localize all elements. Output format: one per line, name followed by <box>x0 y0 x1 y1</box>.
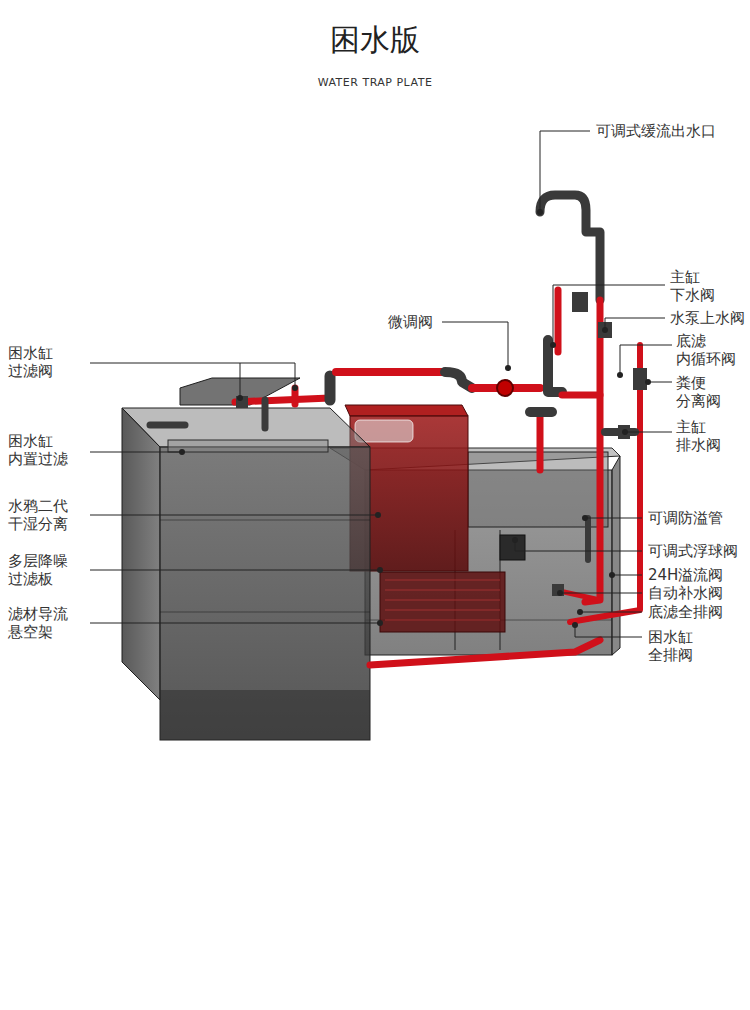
leader-dot <box>617 372 623 378</box>
red-pipe <box>562 392 600 399</box>
valve <box>633 368 647 390</box>
leader-dot <box>179 449 185 455</box>
leader-dot <box>375 512 381 518</box>
tank-level <box>160 612 370 613</box>
valve <box>572 292 588 312</box>
callout-label: 水泵上水阀 <box>670 309 745 327</box>
red-pipe <box>570 345 640 622</box>
leader-line <box>90 515 378 516</box>
leader-line <box>605 318 665 330</box>
leader-lines <box>90 131 672 637</box>
leader-dot <box>582 515 588 521</box>
red-pipe <box>585 300 600 602</box>
callout-label: 粪便 分离阀 <box>676 374 732 410</box>
grey-pipe <box>262 400 269 428</box>
callout-label: 微调阀 <box>388 313 433 331</box>
leader-dot <box>602 327 608 333</box>
red-pipe <box>370 640 600 665</box>
leader-dot <box>292 385 298 391</box>
filter-plate-holes <box>385 580 500 620</box>
red-pipe <box>555 290 562 352</box>
tank-front <box>160 447 370 740</box>
leader-dot <box>622 429 628 435</box>
callout-label: 水鸦二代 干湿分离 <box>8 497 90 533</box>
leader-line <box>90 623 380 624</box>
leader-line <box>620 345 672 375</box>
callout-label: 可调式浮球阀 <box>648 542 738 560</box>
leader-line <box>648 382 672 383</box>
valve <box>236 396 248 408</box>
leader-line <box>240 363 241 398</box>
leader-line <box>553 285 665 345</box>
filter-plate <box>380 572 505 632</box>
leader-dot <box>512 537 518 543</box>
leader-dots <box>179 209 651 628</box>
float-valve <box>500 535 525 560</box>
sump-side <box>612 456 620 655</box>
leader-line <box>612 575 642 576</box>
leader-dot <box>645 379 651 385</box>
callout-label: 主缸 排水阀 <box>676 418 732 454</box>
leader-dot <box>550 342 556 348</box>
callout-label: 24H溢流阀 <box>648 566 723 584</box>
inner-filter <box>168 440 328 452</box>
leader-line <box>580 612 642 613</box>
leader-line <box>90 363 295 388</box>
tank-base <box>160 690 370 740</box>
red-pipe <box>537 412 544 470</box>
leader-line <box>515 540 642 551</box>
plumbing <box>150 195 640 665</box>
fine-valve <box>497 380 513 396</box>
callout-label: 滤材导流 悬空架 <box>8 605 90 641</box>
grey-pipe <box>445 372 472 388</box>
leader-dot <box>377 620 383 626</box>
leader-line <box>560 593 642 594</box>
red-pipe <box>336 368 445 376</box>
callout-label: 可调式缓流出水口 <box>596 122 716 140</box>
leader-line <box>625 432 672 433</box>
subtitle: WATER TRAP PLATE <box>275 74 475 92</box>
callout-label: 底滤全排阀 <box>648 603 723 621</box>
callout-label: 自动补水阀 <box>648 584 723 602</box>
tank-level <box>160 520 370 521</box>
leader-dot <box>572 622 578 628</box>
callout-label: 主缸 下水阀 <box>670 268 726 304</box>
callout-label: 困水缸 全排阀 <box>648 628 720 664</box>
leader-dot <box>609 572 615 578</box>
leader-line <box>575 625 642 637</box>
grey-pipe <box>325 376 336 400</box>
leader-dot <box>537 209 543 215</box>
leader-line <box>442 322 508 368</box>
grey-pipe <box>540 195 600 300</box>
separator-top <box>345 405 468 416</box>
leader-dot <box>577 609 583 615</box>
leader-line <box>90 452 182 453</box>
leader-dot <box>557 590 563 596</box>
red-pipe <box>555 590 600 600</box>
title: 困水版 <box>0 22 750 58</box>
overflow-pipe <box>585 518 591 560</box>
red-pipe <box>235 398 330 402</box>
grey-pipe <box>150 422 185 429</box>
valve <box>552 584 564 596</box>
leader-dot <box>237 395 243 401</box>
leader-line <box>90 570 380 571</box>
leader-line <box>540 131 590 212</box>
callout-label: 可调防溢管 <box>648 509 723 527</box>
callout-label: 困水缸 内置过滤 <box>8 432 90 468</box>
leader-dot <box>505 365 511 371</box>
leader-dot <box>377 567 383 573</box>
grey-pipe <box>530 407 552 417</box>
callout-label: 困水缸 过滤阀 <box>8 344 80 380</box>
callout-label: 多层降噪 过滤板 <box>8 552 90 588</box>
leader-line <box>585 518 642 519</box>
separator-lid <box>355 420 413 442</box>
callout-label: 底滤 内循环阀 <box>676 332 748 368</box>
